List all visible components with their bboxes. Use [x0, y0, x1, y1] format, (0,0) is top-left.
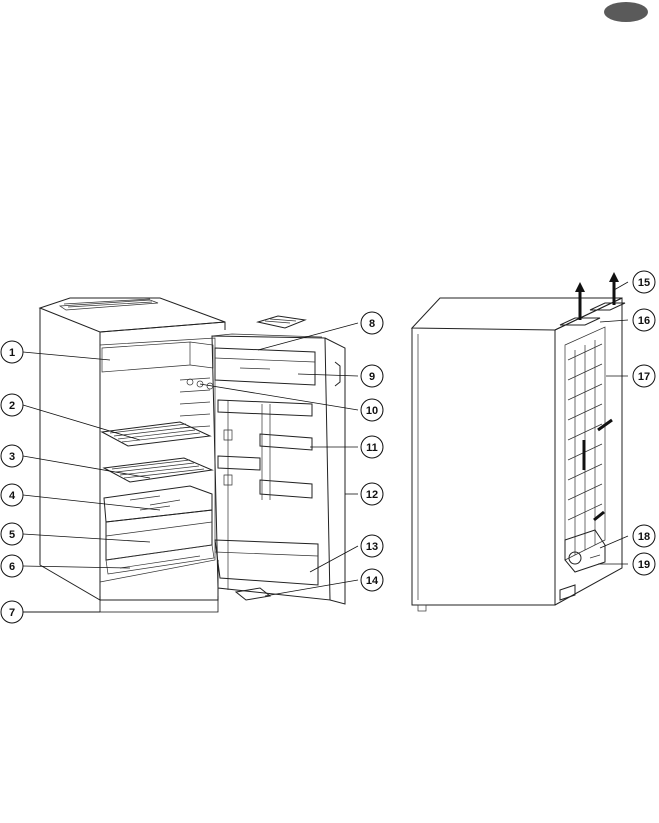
- callout-11: 11: [361, 436, 383, 458]
- callout-label: 5: [9, 529, 15, 541]
- callout-19: 19: [633, 553, 655, 575]
- callout-1: 1: [1, 341, 23, 363]
- callout-label: 9: [369, 371, 375, 383]
- callout-16: 16: [633, 309, 655, 331]
- callout-6: 6: [1, 555, 23, 577]
- callout-4: 4: [1, 484, 23, 506]
- callout-7: 7: [1, 601, 23, 623]
- callout-label: 17: [638, 371, 650, 383]
- callout-14: 14: [361, 569, 383, 591]
- refrigerator-front-open: [40, 298, 345, 604]
- callout-13: 13: [361, 535, 383, 557]
- callout-15: 15: [633, 271, 655, 293]
- callout-label: 11: [366, 442, 378, 454]
- callout-18: 18: [633, 525, 655, 547]
- callout-8: 8: [361, 312, 383, 334]
- callout-label: 8: [369, 318, 375, 330]
- callout-2: 2: [1, 394, 23, 416]
- callout-label: 1: [9, 347, 15, 359]
- callout-12: 12: [361, 483, 383, 505]
- page-marker: [604, 2, 648, 22]
- callout-label: 19: [638, 559, 650, 571]
- callout-label: 10: [366, 405, 378, 417]
- callout-label: 18: [638, 531, 650, 543]
- callout-label: 16: [638, 315, 650, 327]
- callout-3: 3: [1, 445, 23, 467]
- callout-label: 15: [638, 277, 650, 289]
- callout-17: 17: [633, 365, 655, 387]
- callout-9: 9: [361, 365, 383, 387]
- callout-label: 13: [366, 541, 378, 553]
- callout-label: 3: [9, 451, 15, 463]
- callout-label: 4: [9, 490, 16, 502]
- leader-lines: [23, 282, 628, 612]
- callout-10: 10: [361, 399, 383, 421]
- callout-label: 7: [9, 607, 15, 619]
- callout-label: 14: [366, 575, 379, 587]
- callout-5: 5: [1, 523, 23, 545]
- callout-label: 12: [366, 489, 378, 501]
- callout-label: 6: [9, 561, 15, 573]
- callout-label: 2: [9, 400, 15, 412]
- refrigerator-rear: [412, 272, 625, 611]
